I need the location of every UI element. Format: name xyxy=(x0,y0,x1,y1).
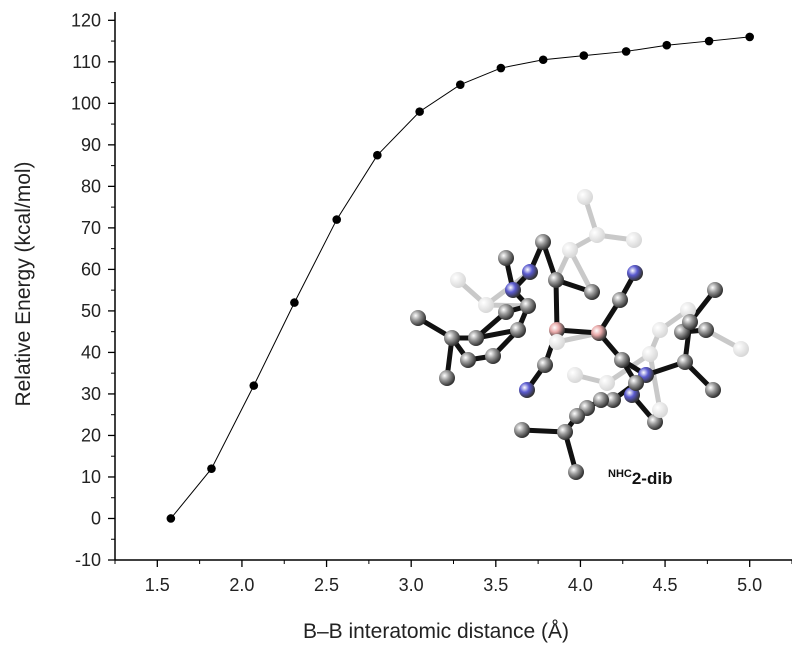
tick-group: -10 0 10 20 30 40 50 60 70 80 90 100 110 120 1.5 2.0 2.5… xyxy=(71,10,792,595)
y-tick-label: 90 xyxy=(81,135,101,155)
atom xyxy=(680,302,696,318)
y-tick-label: 70 xyxy=(81,218,101,238)
atom xyxy=(450,272,466,288)
atom xyxy=(478,297,494,313)
molecule-label: NHC2-dib xyxy=(608,468,672,488)
data-point xyxy=(332,215,342,224)
atom xyxy=(498,250,514,266)
atom xyxy=(584,284,600,300)
molecule-label-main: 2-dib xyxy=(632,469,673,488)
atom xyxy=(549,334,565,350)
y-tick-label: 120 xyxy=(71,10,101,30)
data-point xyxy=(621,47,631,56)
atom xyxy=(614,352,630,368)
atom xyxy=(567,367,583,383)
atom xyxy=(682,314,698,330)
bond-faded xyxy=(647,351,663,413)
data-point xyxy=(538,55,548,65)
y-tick-label: 60 xyxy=(81,259,101,279)
atom xyxy=(505,282,521,298)
atom xyxy=(647,414,663,430)
bond xyxy=(553,277,560,333)
atom xyxy=(733,341,749,357)
atom xyxy=(510,322,526,338)
y-tick-label: 80 xyxy=(81,176,101,196)
x-axis-title: B–B interatomic distance (Å) xyxy=(303,620,569,643)
series-group xyxy=(166,32,754,523)
atom xyxy=(591,325,607,341)
y-tick-label: 100 xyxy=(71,93,101,113)
atom xyxy=(468,330,484,346)
molecule-label-superscript: NHC xyxy=(608,468,632,480)
data-point xyxy=(207,464,216,473)
atom xyxy=(652,322,668,338)
atom xyxy=(562,242,578,258)
atom xyxy=(677,354,693,370)
y-tick-label: 40 xyxy=(81,342,101,362)
y-tick-label: 10 xyxy=(81,467,101,487)
y-tick-label: 0 xyxy=(91,508,101,528)
y-tick-label: -10 xyxy=(75,550,101,570)
y-tick-label: 110 xyxy=(72,52,101,72)
atom xyxy=(652,402,668,418)
y-tick-label: 50 xyxy=(81,301,101,321)
atom xyxy=(599,375,615,391)
atom xyxy=(705,382,721,398)
atom xyxy=(520,298,536,314)
atom xyxy=(557,424,573,440)
atom xyxy=(577,189,593,205)
data-point xyxy=(166,514,176,523)
atom xyxy=(568,464,584,480)
atom xyxy=(439,370,455,386)
data-point xyxy=(249,381,259,390)
atom xyxy=(537,357,553,373)
data-point xyxy=(290,298,299,307)
y-tick-label: 20 xyxy=(81,425,101,445)
data-point xyxy=(455,80,465,89)
atom xyxy=(460,352,476,368)
x-tick-label: 2.5 xyxy=(314,575,339,595)
y-axis-title: Relative Energy (kcal/mol) xyxy=(12,161,35,406)
atom xyxy=(612,292,628,308)
atom xyxy=(589,227,605,243)
atom xyxy=(519,382,535,398)
atom xyxy=(628,375,644,391)
atom xyxy=(514,422,530,438)
x-tick-label: 3.5 xyxy=(483,575,508,595)
y-tick-label: 30 xyxy=(81,384,101,404)
atom xyxy=(485,348,501,364)
x-tick-label: 4.5 xyxy=(653,575,678,595)
x-tick-label: 5.0 xyxy=(737,575,762,595)
atom xyxy=(535,234,551,250)
atom xyxy=(410,310,426,326)
atom xyxy=(627,265,643,281)
data-point xyxy=(662,40,672,50)
atom xyxy=(569,408,585,424)
atom xyxy=(707,282,723,298)
x-tick-label: 1.5 xyxy=(145,575,170,595)
x-tick-label: 3.0 xyxy=(399,575,424,595)
x-tick-label: 4.0 xyxy=(568,575,593,595)
data-point xyxy=(373,150,382,160)
atom xyxy=(626,232,642,248)
data-point xyxy=(579,51,589,60)
x-tick-label: 2.0 xyxy=(229,575,254,595)
atom xyxy=(605,392,621,408)
atom xyxy=(522,264,538,280)
data-point xyxy=(415,107,424,116)
data-point xyxy=(704,36,714,46)
atom xyxy=(498,304,514,320)
molecule-illustration xyxy=(410,189,749,480)
atom xyxy=(593,392,609,408)
atom xyxy=(642,346,658,362)
atom xyxy=(548,272,564,288)
atom xyxy=(698,322,714,338)
atom xyxy=(444,330,460,346)
atom xyxy=(549,322,565,338)
data-point xyxy=(496,63,506,73)
data-point xyxy=(745,32,754,42)
